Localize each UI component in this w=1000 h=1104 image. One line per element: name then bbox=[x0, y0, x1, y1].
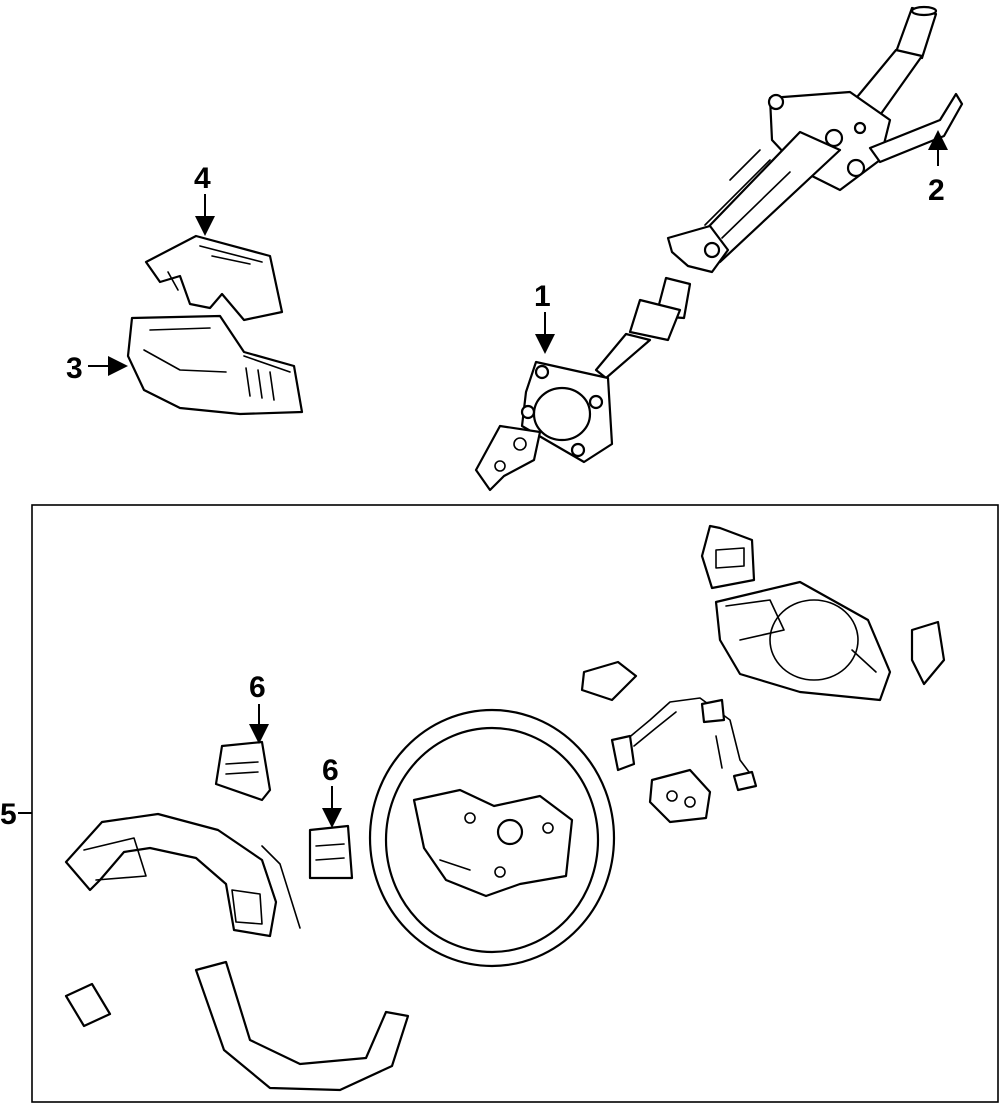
intermediate-shaft bbox=[474, 276, 692, 492]
callout-6a: 6 bbox=[249, 671, 269, 744]
clip bbox=[580, 660, 638, 702]
steering-wheel-bezel bbox=[64, 812, 301, 938]
wiring-harness bbox=[610, 697, 758, 792]
lower-garnish bbox=[194, 960, 410, 1092]
upper-column-cover bbox=[144, 234, 284, 322]
steering-switch-left bbox=[214, 740, 272, 802]
callout-2: 2 bbox=[928, 130, 948, 207]
callout-4: 4 bbox=[194, 162, 215, 236]
steering-wheel bbox=[368, 708, 616, 968]
switch-module bbox=[648, 768, 712, 824]
callout-1-label: 1 bbox=[534, 280, 551, 313]
callout-2-label: 2 bbox=[928, 174, 945, 207]
callout-6b-label: 6 bbox=[322, 754, 339, 787]
steering-wheel-assembly-box bbox=[31, 504, 999, 1103]
callout-3: 3 bbox=[66, 352, 128, 385]
callout-6b: 6 bbox=[322, 754, 342, 828]
callout-5-label: 5 bbox=[0, 798, 17, 831]
callout-3-label: 3 bbox=[66, 352, 83, 385]
steering-switch-right bbox=[308, 824, 354, 880]
steering-column bbox=[666, 5, 964, 274]
lower-column-cover bbox=[126, 314, 304, 416]
callout-4-label: 4 bbox=[194, 162, 211, 195]
callout-1: 1 bbox=[534, 280, 555, 354]
small-trim-lower bbox=[64, 982, 112, 1028]
callout-5: 5 bbox=[0, 798, 32, 831]
callout-6a-label: 6 bbox=[249, 671, 266, 704]
paddle-shifter bbox=[910, 620, 946, 686]
upper-trim-piece bbox=[700, 524, 756, 590]
steering-wheel-back-cover bbox=[714, 580, 892, 702]
